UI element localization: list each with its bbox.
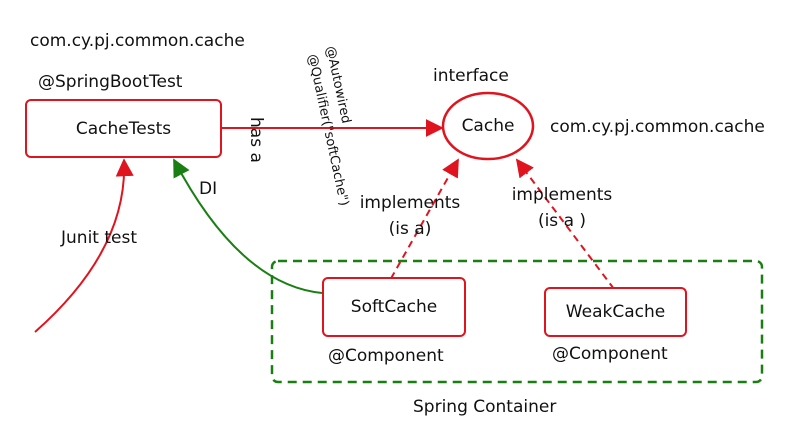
spring-container-label: Spring Container [413,397,557,417]
spring-container [270,259,764,384]
cache-interface-label: Cache [461,116,515,136]
has-a-label: has a [246,117,266,163]
interface-package-label: com.cy.pj.common.cache [550,117,765,137]
test-annotation-label: @SpringBootTest [38,72,183,92]
weak-implements-label: implements (is a ) [497,182,627,234]
di-arrow [173,158,323,294]
weak-cache-label: WeakCache [565,302,666,322]
soft-implements-arrow [384,158,459,290]
test-package-label: com.cy.pj.common.cache [30,31,245,51]
cache-tests-node: CacheTests [25,99,222,158]
cache-tests-label: CacheTests [75,118,172,139]
cache-interface-node [441,91,535,161]
junit-test-arrow [34,158,134,333]
soft-cache-annotation: @Component [328,346,444,366]
di-label: DI [199,179,218,199]
weak-implements-line2: (is a ) [537,211,587,231]
weak-implements-arrow [515,158,615,290]
soft-implements-line2: (is a) [388,219,432,239]
weak-cache-node: WeakCache [544,287,687,337]
weak-implements-line1: implements [511,185,613,205]
soft-implements-line1: implements [359,193,461,213]
weak-cache-annotation: @Component [552,344,668,364]
soft-cache-label: SoftCache [350,297,438,317]
interface-stereotype-label: interface [433,66,509,86]
soft-cache-node: SoftCache [322,277,466,337]
soft-implements-label: implements (is a) [345,190,475,242]
junit-test-label: Junit test [61,228,138,248]
